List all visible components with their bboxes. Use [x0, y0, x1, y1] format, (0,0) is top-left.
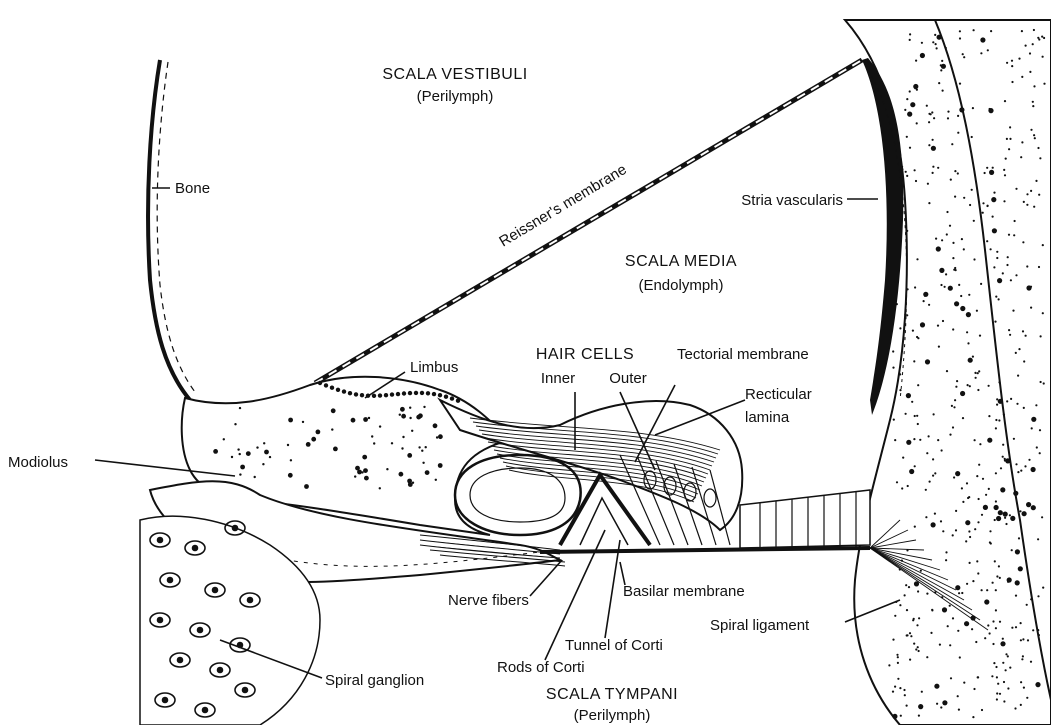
- left-bone-line: [148, 60, 190, 400]
- hair-cells-outer-label: Outer: [609, 370, 647, 387]
- nerve-fibers-label: Nerve fibers: [448, 592, 529, 609]
- limbus-label: Limbus: [410, 359, 458, 376]
- rods-of-corti-label: Rods of Corti: [497, 659, 585, 676]
- tunnel-of-corti-label: Tunnel of Corti: [565, 637, 663, 654]
- scala-media-fluid-label: (Endolymph): [638, 277, 723, 294]
- recticular-lamina-label-line2: lamina: [745, 409, 790, 426]
- spiral-ligament-label: Spiral ligament: [710, 617, 810, 634]
- modiolus-label: Modiolus: [8, 454, 68, 471]
- scala-tympani-fluid-label: (Perilymph): [574, 707, 651, 724]
- scala-media-label: SCALA MEDIA: [625, 253, 737, 270]
- scala-vestibuli-fluid-label: (Perilymph): [417, 88, 494, 105]
- scala-tympani-label: SCALA TYMPANI: [546, 686, 678, 703]
- scala-vestibuli-label: SCALA VESTIBULI: [382, 66, 527, 83]
- reissners-membrane-line: [315, 60, 862, 383]
- spiral-ganglion-label: Spiral ganglion: [325, 672, 424, 689]
- bone-label: Bone: [175, 180, 210, 197]
- stria-vascularis-label: Stria vascularis: [741, 192, 843, 209]
- recticular-lamina-label-line1: Recticular: [745, 386, 812, 403]
- basilar-membrane-label: Basilar membrane: [623, 583, 745, 600]
- tectorial-membrane-label: Tectorial membrane: [677, 346, 809, 363]
- hair-cells-inner-label: Inner: [541, 370, 575, 387]
- hair-cells-label: HAIR CELLS: [536, 346, 634, 363]
